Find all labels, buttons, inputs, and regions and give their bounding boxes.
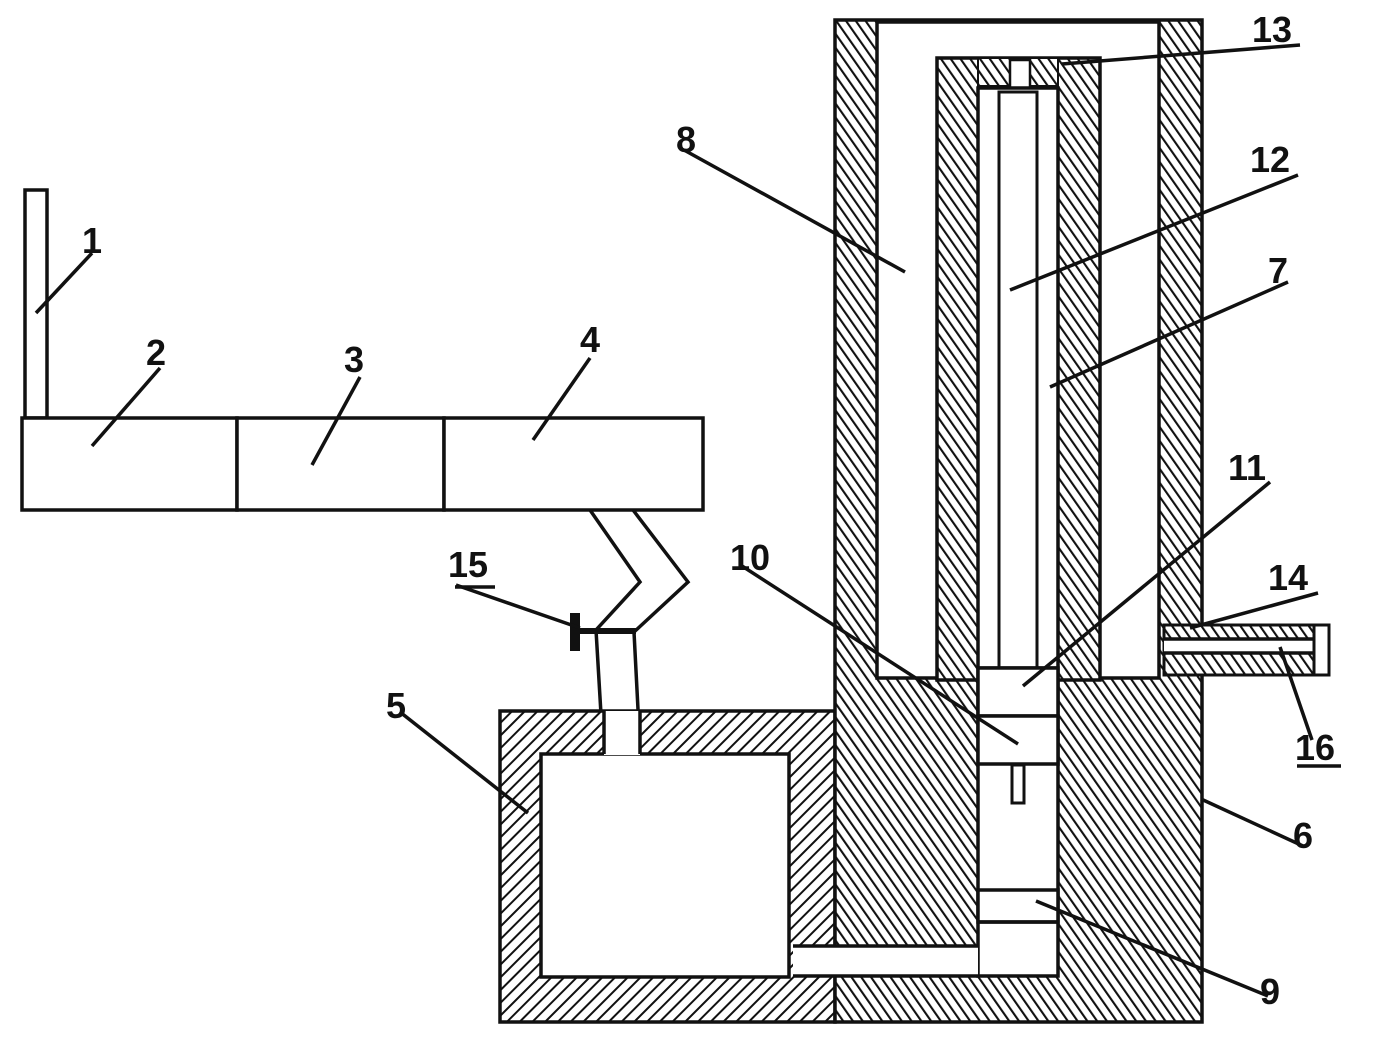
element-9 <box>976 888 1060 924</box>
block-2 <box>20 416 239 512</box>
label-8: 8 <box>676 119 696 160</box>
label-16: 16 <box>1295 727 1335 768</box>
piston-11 <box>976 666 1060 718</box>
label-7: 7 <box>1268 250 1288 291</box>
label-2: 2 <box>146 332 166 373</box>
block-4 <box>442 416 705 512</box>
label-3: 3 <box>344 339 364 380</box>
label-15: 15 <box>448 544 488 585</box>
label-1: 1 <box>82 220 102 261</box>
label-5: 5 <box>386 685 406 726</box>
label-13: 13 <box>1252 9 1292 50</box>
side-pipe-14 <box>1162 623 1331 677</box>
label-6: 6 <box>1293 815 1313 856</box>
label-4: 4 <box>580 319 600 360</box>
probe <box>1010 763 1026 805</box>
reference-labels: 1 2 3 4 5 6 7 8 9 10 11 12 13 14 15 16 <box>82 9 1335 1012</box>
label-12: 12 <box>1250 139 1290 180</box>
label-10: 10 <box>730 537 770 578</box>
tank-5-cavity <box>539 752 791 979</box>
bottom-channel <box>793 946 978 976</box>
rod-12 <box>997 90 1039 670</box>
label-11: 11 <box>1228 447 1266 488</box>
valve-15 <box>570 613 636 651</box>
label-14: 14 <box>1268 557 1308 598</box>
element-10 <box>976 714 1060 766</box>
label-9: 9 <box>1260 971 1280 1012</box>
leader-lines <box>34 43 1319 998</box>
block-3 <box>235 416 446 512</box>
connecting-pipe <box>588 508 691 749</box>
